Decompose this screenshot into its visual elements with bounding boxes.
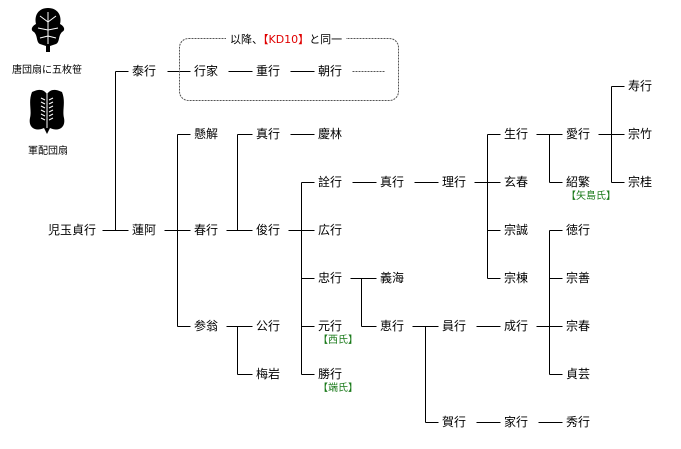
gunbai-uchiwa-crest-icon bbox=[29, 89, 65, 134]
person-tomoyuki: 朝行 bbox=[318, 64, 343, 78]
note-suffix: と同一 bbox=[309, 33, 343, 46]
person-sadayuki3: 真行 bbox=[380, 175, 405, 189]
person-teiun: 貞芸 bbox=[566, 367, 591, 381]
karauchiwa-gomaizasa-crest-icon bbox=[31, 8, 65, 52]
person-soushun: 宗春 bbox=[566, 319, 591, 333]
person-kenge: 懸解 bbox=[194, 127, 219, 141]
person-nariyuki: 成行 bbox=[504, 319, 529, 333]
person-ieyuki-box: 行家 bbox=[194, 64, 219, 78]
person-soutou: 宗棟 bbox=[504, 271, 529, 285]
person-renna: 蓮阿 bbox=[132, 223, 157, 237]
person-sanou: 参翁 bbox=[194, 319, 219, 333]
person-riyuki: 理行 bbox=[442, 175, 467, 189]
person-jukou: 寿行 bbox=[628, 79, 653, 93]
same-as-note: 以降、【KD10】と同一 bbox=[226, 31, 347, 47]
person-souzen: 宗善 bbox=[566, 271, 591, 285]
person-keiyuki: 恵行 bbox=[380, 319, 405, 333]
person-shunyuki: 俊行 bbox=[256, 223, 281, 237]
person-kodama-sadayuki: 児玉貞行 bbox=[48, 223, 97, 237]
person-shouhan: 紹繁 bbox=[566, 175, 591, 189]
person-ieyuki: 家行 bbox=[504, 415, 529, 429]
person-hiroyuki: 広行 bbox=[318, 223, 343, 237]
clan-label-shouhan: 【矢島氏】 bbox=[566, 191, 616, 202]
person-soukei: 宗桂 bbox=[628, 175, 653, 189]
note-ref-link[interactable]: 【KD10】 bbox=[263, 33, 310, 46]
person-senyuki: 詮行 bbox=[318, 175, 343, 189]
person-shigeyuki: 重行 bbox=[256, 64, 281, 78]
person-tadayuki: 忠行 bbox=[318, 271, 343, 285]
person-gayuki: 賀行 bbox=[442, 415, 467, 429]
crest-karauchiwa-gomaizasa bbox=[30, 6, 66, 54]
person-katsuyuki: 勝行 bbox=[318, 367, 343, 381]
person-aiyuki: 愛行 bbox=[566, 127, 591, 141]
person-soujou: 宗誠 bbox=[504, 223, 529, 237]
person-baigan: 梅岩 bbox=[256, 367, 281, 381]
person-souchiku: 宗竹 bbox=[628, 127, 653, 141]
note-prefix: 以降、 bbox=[230, 33, 263, 46]
person-tokuyuki: 徳行 bbox=[566, 223, 591, 237]
person-gisai: 義海 bbox=[380, 271, 405, 285]
person-keirin: 慶林 bbox=[318, 127, 343, 141]
clan-label-katsuyuki: 【端氏】 bbox=[318, 383, 358, 394]
person-motoyuki: 元行 bbox=[318, 319, 343, 333]
crest-label-1: 唐団扇に五枚笹 bbox=[12, 65, 82, 76]
person-kimiyuki: 公行 bbox=[256, 319, 281, 333]
person-genshun: 玄春 bbox=[504, 175, 529, 189]
crest-gunbai-uchiwa bbox=[28, 88, 66, 134]
person-sadayuki2: 真行 bbox=[256, 127, 281, 141]
person-kazuyuki: 員行 bbox=[442, 319, 467, 333]
person-hideyuki: 秀行 bbox=[566, 415, 591, 429]
clan-label-motoyuki: 【西氏】 bbox=[318, 335, 358, 346]
person-yasuyuki: 泰行 bbox=[132, 64, 157, 78]
person-haruyuki: 春行 bbox=[194, 223, 219, 237]
crest-label-2: 軍配団扇 bbox=[28, 146, 68, 157]
person-ikuyuki: 生行 bbox=[504, 127, 529, 141]
